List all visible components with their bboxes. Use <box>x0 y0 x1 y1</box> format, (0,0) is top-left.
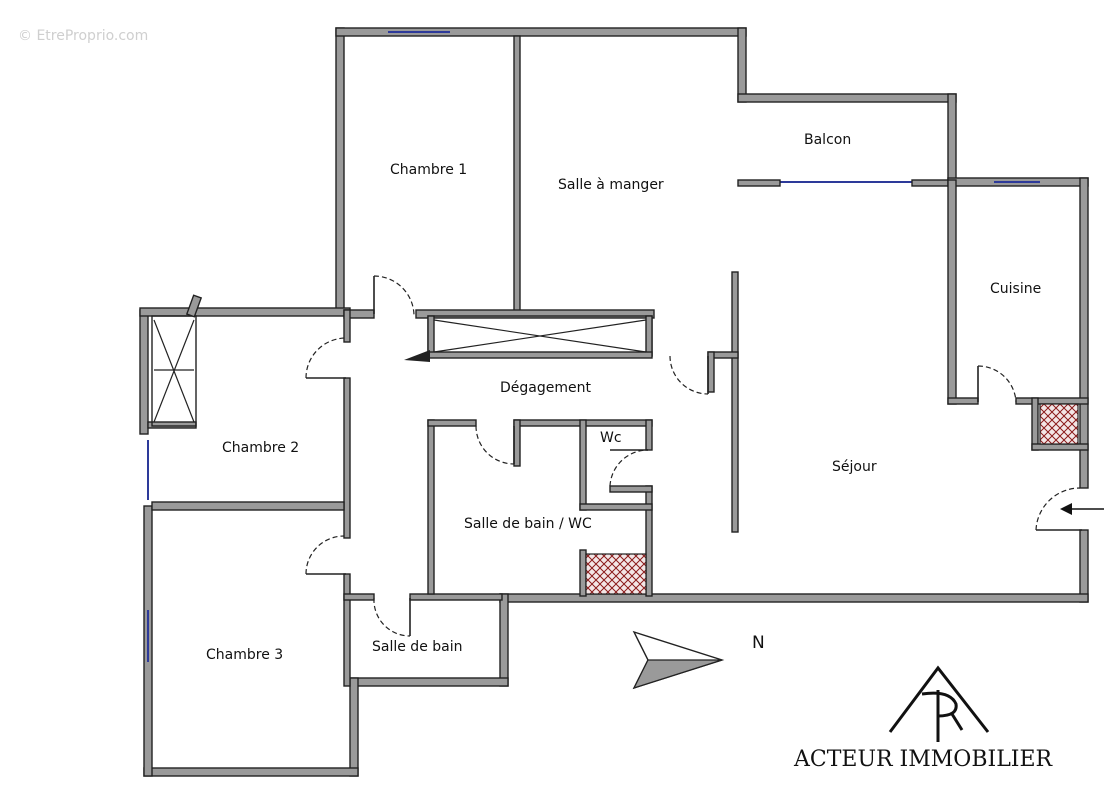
label-chambre-1: Chambre 1 <box>390 162 467 178</box>
label-wc: Wc <box>600 430 622 446</box>
hatched-duct-bathroom <box>585 553 647 595</box>
label-sejour: Séjour <box>832 459 877 475</box>
label-salle-a-manger: Salle à manger <box>558 177 664 193</box>
exterior-walls <box>139 27 1089 777</box>
label-cuisine: Cuisine <box>990 281 1041 297</box>
doors <box>305 275 1104 637</box>
watermark: © EtreProprio.com <box>18 28 148 44</box>
label-chambre-2: Chambre 2 <box>222 440 299 456</box>
left-shaft <box>151 294 203 427</box>
label-balcon: Balcon <box>804 132 851 148</box>
label-chambre-3: Chambre 3 <box>206 647 283 663</box>
corridor-cupboard <box>404 315 653 362</box>
label-salle-de-bain-wc: Salle de bain / WC <box>464 516 592 532</box>
compass-north-label: N <box>752 633 765 653</box>
label-salle-de-bain: Salle de bain <box>372 639 463 655</box>
hatched-duct-kitchen <box>1039 403 1079 445</box>
brand-logo-icon <box>888 665 990 742</box>
brand-name: ACTEUR IMMOBILIER <box>793 747 1054 772</box>
compass-arrow-icon <box>632 630 725 690</box>
windows <box>147 31 1040 662</box>
label-degagement: Dégagement <box>500 380 591 396</box>
